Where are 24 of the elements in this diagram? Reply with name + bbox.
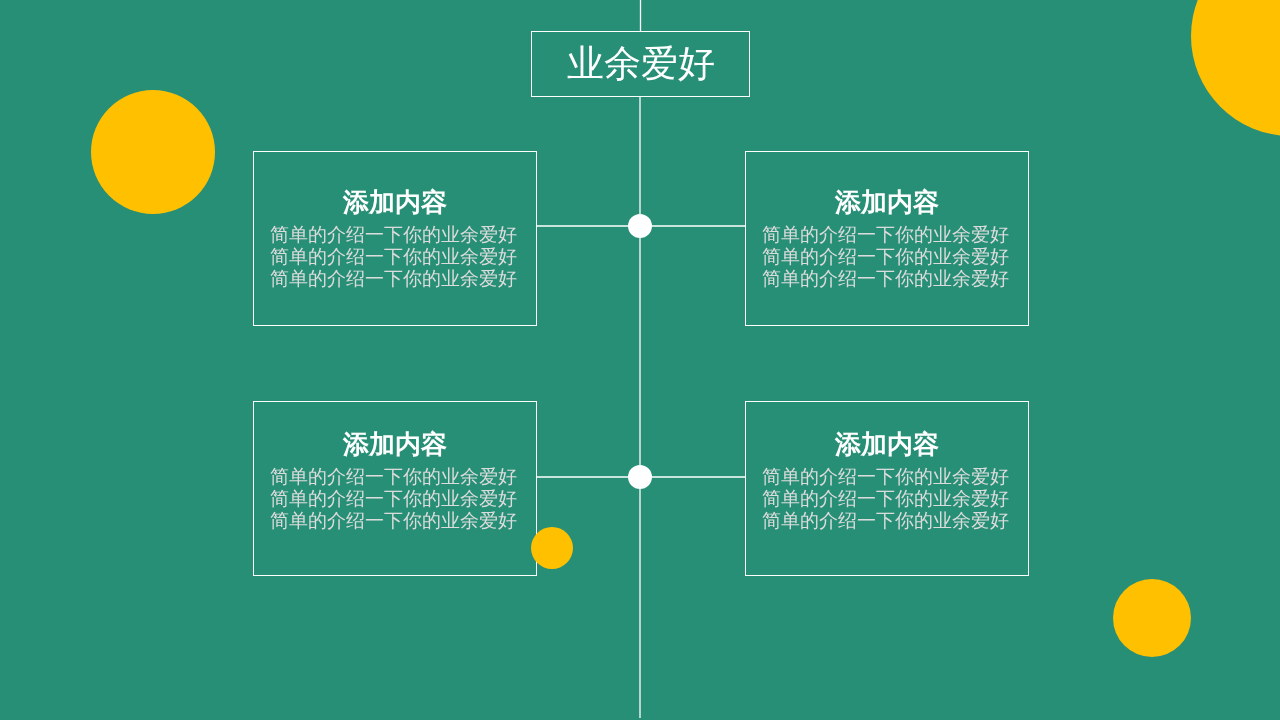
- connector-line: [639, 96, 641, 215]
- card-description: 简单的介绍一下你的业余爱好简单的介绍一下你的业余爱好简单的介绍一下你的业余爱好: [269, 465, 518, 531]
- content-box: [745, 401, 1029, 576]
- card-description: 简单的介绍一下你的业余爱好简单的介绍一下你的业余爱好简单的介绍一下你的业余爱好: [269, 223, 518, 289]
- connector-line: [639, 0, 642, 32]
- connector-line: [536, 225, 629, 227]
- connector-line: [536, 476, 629, 478]
- card-description: 简单的介绍一下你的业余爱好简单的介绍一下你的业余爱好简单的介绍一下你的业余爱好: [761, 465, 1010, 531]
- card-heading: 添加内容: [835, 429, 939, 459]
- content-box: [745, 151, 1029, 326]
- junction-dot: [628, 465, 652, 489]
- title-text: 业余爱好: [566, 42, 715, 86]
- card-heading: 添加内容: [835, 187, 939, 217]
- connector-line: [651, 225, 746, 227]
- title-box: [531, 31, 750, 97]
- card-heading: 添加内容: [343, 429, 447, 459]
- connector-line: [651, 476, 746, 478]
- content-box: [253, 401, 537, 576]
- content-box: [253, 151, 537, 326]
- connector-line: [639, 488, 641, 719]
- connector-line: [639, 237, 641, 466]
- card-heading: 添加内容: [343, 187, 447, 217]
- junction-dot: [628, 214, 652, 238]
- card-description: 简单的介绍一下你的业余爱好简单的介绍一下你的业余爱好简单的介绍一下你的业余爱好: [761, 223, 1010, 289]
